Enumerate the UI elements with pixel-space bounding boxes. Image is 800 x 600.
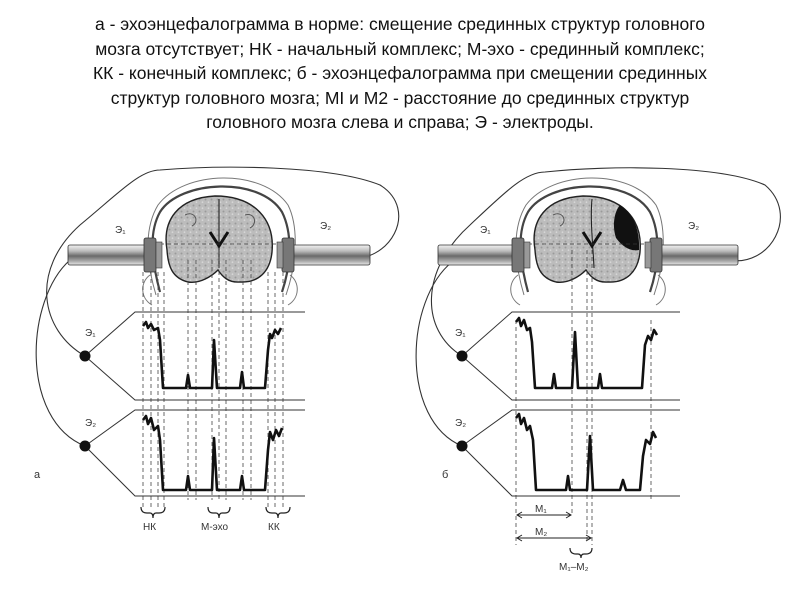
- cable-a: [46, 166, 400, 357]
- trace-frame-2-b: [461, 409, 680, 497]
- echo-trace-1-b: [514, 316, 659, 390]
- measure-m1: [516, 511, 572, 519]
- trace-label-2-b: Э₂: [455, 418, 466, 429]
- caption-line-2: мозга отсутствует; НК - начальный компле…: [95, 38, 705, 59]
- echo-trace-2-a: [141, 414, 284, 492]
- brace-m1-m2: [569, 547, 593, 559]
- trace-label-1-a: Э₁: [85, 328, 96, 339]
- probe-left-a: [67, 237, 163, 273]
- trace-frame-1-b: [461, 311, 680, 401]
- label-mecho: М-эхо: [201, 522, 229, 533]
- electrode-node-2-a: [79, 440, 91, 452]
- electrode-node-2-b: [456, 440, 468, 452]
- caption-line-3: КК - конечный комплекс; б - эхоэнцефалог…: [92, 63, 708, 83]
- electrode-label-left-a: Э₁: [115, 225, 126, 236]
- cable-b: [430, 167, 781, 357]
- echo-trace-2-b: [514, 412, 658, 492]
- label-m1: М₁: [535, 504, 547, 515]
- caption-line-4: структур головного мозга; МI и М2 - расс…: [110, 87, 690, 108]
- trace-label-1-b: Э₁: [455, 328, 466, 339]
- brace-kk: [265, 506, 291, 519]
- figure-caption: а - эхоэнцефалограмма в норме: смещение …: [28, 12, 772, 135]
- label-m2: М₂: [535, 527, 547, 538]
- electrode-node-1-b: [456, 350, 468, 362]
- panel-a: Э₁ Э₂ Э₁ Э₂: [34, 166, 400, 533]
- caption-line-1: а - эхоэнцефалограмма в норме: смещение …: [94, 14, 705, 34]
- panel-letter-b: б: [442, 469, 448, 481]
- brain-a: [160, 195, 282, 284]
- electrode-node-1-a: [79, 350, 91, 362]
- electrode-label-right-a: Э₂: [320, 221, 331, 232]
- probe-right-a: [276, 237, 371, 273]
- cable-b-lower: [415, 261, 463, 447]
- trace-label-2-a: Э₂: [85, 418, 96, 429]
- trace-frame-2-a: [84, 409, 305, 497]
- label-nk: НК: [143, 522, 156, 533]
- echo-trace-1-a: [141, 320, 283, 390]
- caption-line-5: головного мозга слева и справа; Э - элек…: [206, 112, 594, 132]
- trace-frame-1-a: [84, 311, 305, 401]
- panel-letter-a: а: [34, 469, 41, 481]
- measure-m2: [516, 534, 592, 542]
- label-m1-m2: М₁–М₂: [559, 562, 589, 573]
- projection-lines-b: [515, 250, 652, 545]
- label-kk: КК: [268, 522, 280, 533]
- probe-right-b: [644, 237, 739, 273]
- cable-a-lower: [35, 259, 86, 447]
- brain-b: [528, 195, 650, 284]
- lesion-mass-b: [613, 205, 640, 251]
- panel-b: Э₁ Э₂ Э₁ Э₂ М₁ М₂ М₁–М₂: [415, 167, 781, 573]
- brace-mecho: [207, 506, 231, 519]
- brace-nk: [140, 506, 166, 519]
- probe-left-b: [437, 237, 531, 273]
- electrode-label-left-b: Э₁: [480, 225, 491, 236]
- electrode-label-right-b: Э₂: [688, 221, 699, 232]
